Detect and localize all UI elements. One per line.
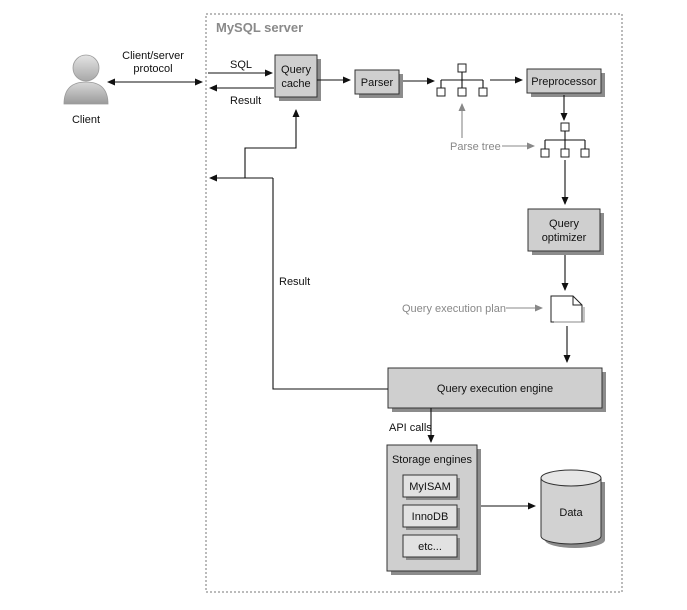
result-return-path — [272, 178, 388, 390]
parse-tree-icon — [436, 63, 488, 97]
preprocessor-label: Preprocessor — [531, 76, 597, 88]
query-execution-engine-label: Query execution engine — [437, 383, 553, 395]
protocol-label-line2: protocol — [133, 63, 172, 75]
etc-box: etc... — [402, 534, 460, 560]
sql-label: SQL — [230, 59, 252, 71]
myisam-box: MyISAM — [402, 474, 460, 500]
preprocessor-box: Preprocessor — [526, 68, 605, 97]
query-cache-box: Query cache — [274, 54, 321, 101]
innodb-label: InnoDB — [412, 511, 449, 523]
client-person-icon — [63, 54, 109, 105]
parse-tree-icon-2 — [540, 122, 590, 158]
parser-label: Parser — [361, 77, 394, 89]
result-top-label: Result — [230, 95, 261, 107]
parser-box: Parser — [354, 69, 403, 98]
protocol-label-line1: Client/server — [122, 50, 184, 62]
innodb-box: InnoDB — [402, 504, 460, 530]
client-label: Client — [72, 114, 100, 126]
result-side-label: Result — [279, 276, 310, 288]
query-optimizer-box: Query optimizer — [527, 208, 604, 255]
query-optimizer-label-line1: Query — [549, 218, 579, 230]
execution-plan-document-icon — [550, 295, 585, 323]
mysql-server-title: MySQL server — [216, 20, 303, 35]
result-to-cache-arrow — [244, 109, 300, 178]
myisam-label: MyISAM — [409, 481, 451, 493]
parse-tree-label: Parse tree — [450, 141, 501, 153]
query-execution-engine-box: Query execution engine — [387, 367, 606, 412]
query-cache-label-line1: Query — [281, 64, 311, 76]
api-calls-label: API calls — [389, 422, 432, 434]
storage-engines-label: Storage engines — [392, 454, 473, 466]
execution-plan-label: Query execution plan — [402, 303, 506, 315]
mysql-server-boundary — [205, 13, 623, 593]
data-cylinder-icon: Data — [540, 469, 605, 548]
query-cache-label-line2: cache — [281, 78, 310, 90]
data-label: Data — [559, 507, 583, 519]
query-optimizer-label-line2: optimizer — [542, 232, 587, 244]
etc-label: etc... — [418, 541, 442, 553]
